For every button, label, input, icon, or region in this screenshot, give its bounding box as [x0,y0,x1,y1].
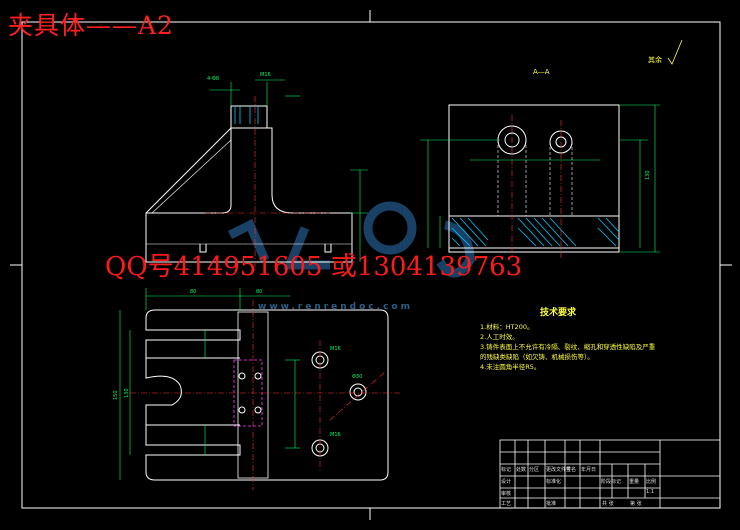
section-hidden-lines [497,140,573,216]
tb-mark: 标记 [501,467,512,473]
top-centerline-diag [329,371,386,421]
section-dims [420,104,660,253]
tech-requirement-item: 3.铸件表面上不允许有冷隔、裂纹、缩孔和穿透性缺陷及严重 [480,343,656,351]
front-dim-label-2: M16 [260,72,271,78]
top-view [145,309,389,481]
tb-design: 设计 [501,479,512,485]
top-dims [119,288,300,480]
section-dim-130: 130 [645,170,651,180]
top-dim-130: 130 [124,388,130,398]
watermark-text: www.renrendoc.com [258,302,413,312]
tb-change-doc: 更改文件号 [546,467,572,473]
tech-requirement-item: 1.材料：HT200。 [480,323,534,331]
tb-scale-value: 1:1 [646,489,655,495]
drawing-title: 夹具体——A2 [8,11,174,40]
top-dim-150: 150 [113,390,119,400]
front-dim-label-1: 4-Φ8 [207,76,219,82]
tech-requirements-title: 技术要求 [540,308,577,318]
tb-stage: 阶段标记 [601,479,622,485]
tb-count: 处数 [516,467,527,473]
front-view [145,105,353,263]
tb-date: 年月日 [581,467,597,473]
tb-zone: 分区 [529,467,540,473]
tb-sheets-total: 共 张 [602,501,614,507]
section-view [448,104,620,253]
front-dims [210,79,368,262]
top-dim-80a: 80 [190,289,196,295]
tech-requirement-item: 4.未注圆角半径R5。 [480,363,541,371]
top-dim-phi30: Φ30 [352,374,362,380]
roughness-symbol [667,39,683,65]
top-dim-m16a: M16 [330,346,341,352]
tb-weight: 重量 [629,479,640,485]
top-dim-m16b: M16 [330,432,341,438]
title-block [499,439,721,509]
watermark-logo [227,201,475,278]
top-dim-80b: 80 [256,289,262,295]
tb-approve: 批准 [546,501,557,507]
contact-overlay: QQ号414951605 或1304139763 [105,252,523,282]
tech-requirement-item: 的残缺类缺陷（如欠铸、机械损伤等）。 [480,353,594,361]
roughness-note: 其余 [648,55,662,64]
tb-sheet-number: 第 张 [630,501,642,507]
tb-scale: 比例 [646,479,657,485]
tb-sign: 签名 [566,467,577,473]
section-hatch [451,217,620,247]
tech-requirement-item: 2.人工时效。 [480,333,519,341]
tb-process: 工艺 [501,501,512,507]
section-label: A—A [533,68,550,76]
tech-requirements-list: 1.材料：HT200。 2.人工时效。 3.铸件表面上不允许有冷隔、裂纹、缩孔和… [480,322,655,372]
tb-review: 审核 [501,491,512,497]
tb-standard: 标准化 [546,479,562,485]
